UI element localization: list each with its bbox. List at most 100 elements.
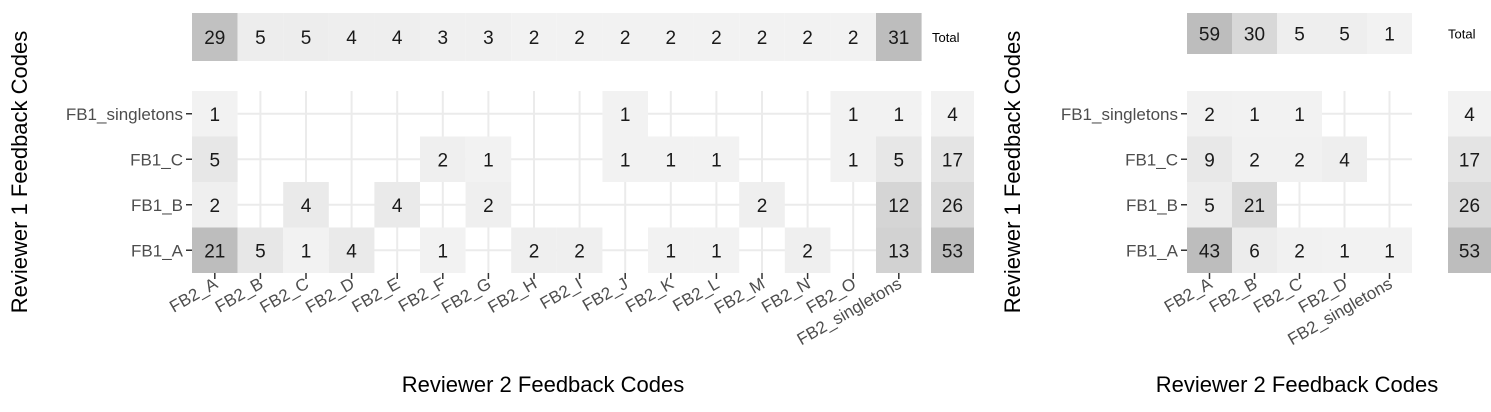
x-tick-label: FB2_J — [579, 274, 631, 315]
heatmap-cell — [876, 182, 922, 228]
cell-value-label: 5 — [894, 150, 905, 171]
column-total-label: 5 — [1339, 25, 1350, 46]
x-tick-label: FB2_C — [1250, 274, 1305, 317]
heatmap-cell — [648, 227, 694, 273]
row-total-cell — [1448, 227, 1491, 273]
cell-value-label: 12 — [888, 196, 909, 217]
cell-value-label: 1 — [483, 150, 494, 171]
heatmap-cell — [420, 227, 466, 273]
column-total-cell — [283, 13, 329, 61]
cell-value-label: 1 — [711, 241, 722, 262]
y-tick-label: FB1_C — [130, 150, 183, 169]
x-tick-label: FB2_I — [537, 274, 586, 313]
x-tick-label: FB2_H — [485, 274, 540, 317]
heatmap-cell — [192, 91, 238, 137]
heatmap-cell — [465, 182, 512, 228]
heatmap-cell — [648, 136, 694, 182]
heatmap-cell — [1187, 91, 1232, 137]
column-total-cell — [1322, 13, 1367, 54]
cell-value-label: 21 — [204, 241, 225, 262]
cell-value-label: 1 — [711, 150, 722, 171]
cell-value-label: 5 — [210, 150, 221, 171]
column-total-label: 31 — [888, 28, 909, 49]
row-total-cell — [1448, 136, 1491, 182]
cell-value-label: 1 — [210, 105, 221, 126]
heatmap-cell — [784, 227, 831, 273]
column-total-cell — [420, 13, 466, 61]
heatmap-cell — [1187, 227, 1232, 273]
column-total-cell — [1232, 13, 1277, 54]
x-tick-label: FB2_A — [1161, 274, 1216, 317]
heatmap-cell — [1232, 91, 1277, 137]
cell-value-label: 4 — [301, 196, 312, 217]
heatmap-cell — [192, 227, 238, 273]
heatmap-cell — [1187, 136, 1232, 182]
cell-value-label: 2 — [1294, 241, 1305, 262]
row-total-cell — [931, 136, 974, 182]
cell-value-label: 1 — [620, 150, 631, 171]
row-total-cell — [931, 182, 974, 228]
cell-value-label: 2 — [574, 241, 585, 262]
cell-value-label: 1 — [1384, 241, 1395, 262]
column-total-cell — [1187, 13, 1232, 54]
cell-value-label: 5 — [1204, 196, 1215, 217]
y-tick-label: FB1_singletons — [1061, 105, 1178, 124]
row-total-label: 17 — [942, 150, 963, 171]
column-total-cell — [1367, 13, 1412, 54]
column-total-cell — [374, 13, 420, 61]
row-total-label: 26 — [1459, 196, 1480, 217]
heatmap-cell — [374, 182, 420, 228]
row-total-cell — [931, 227, 974, 273]
row-total-label: 26 — [942, 196, 963, 217]
x-tick-label: FB2_B — [212, 274, 267, 316]
y-axis-title: Reviewer 1 Feedback Codes — [7, 31, 32, 313]
cell-value-label: 1 — [1339, 241, 1350, 262]
cell-value-label: 4 — [346, 241, 357, 262]
y-tick-label: FB1_singletons — [66, 105, 183, 124]
heatmap-cell — [693, 227, 740, 273]
total-label: Total — [932, 30, 960, 45]
heatmap-cell — [693, 136, 740, 182]
x-tick-label: FB2_A — [166, 274, 221, 317]
x-tick-label: FB2_K — [622, 274, 677, 317]
y-axis-title: Reviewer 1 Feedback Codes — [1000, 31, 1025, 313]
heatmap-cell — [237, 227, 284, 273]
column-total-label: 59 — [1199, 25, 1220, 46]
heatmap-cell — [602, 91, 648, 137]
heatmap-cell — [1367, 227, 1412, 273]
column-total-cell — [237, 13, 284, 61]
cell-value-label: 1 — [1294, 105, 1305, 126]
x-tick-label: FB2_B — [1206, 274, 1261, 316]
cell-value-label: 2 — [757, 196, 768, 217]
row-total-label: 17 — [1459, 150, 1480, 171]
x-tick-label: FB2_E — [349, 274, 404, 316]
heatmap-cell — [1322, 227, 1367, 273]
x-tick-label: FB2_M — [711, 274, 768, 318]
column-total-label: 5 — [301, 28, 312, 49]
row-total-label: 53 — [942, 241, 963, 262]
total-label: Total — [1448, 27, 1476, 42]
cell-value-label: 2 — [483, 196, 494, 217]
cell-value-label: 1 — [301, 241, 312, 262]
cell-value-label: 13 — [888, 241, 909, 262]
y-tick-label: FB1_A — [131, 241, 184, 260]
cell-value-label: 1 — [894, 105, 905, 126]
x-axis-title: Reviewer 2 Feedback Codes — [1156, 372, 1438, 397]
heatmap-cell — [1277, 91, 1322, 137]
column-total-cell — [739, 13, 785, 61]
cell-value-label: 21 — [1244, 196, 1265, 217]
row-total-cell — [931, 91, 974, 137]
heatmap-cell — [1232, 182, 1277, 228]
cell-value-label: 2 — [1204, 105, 1215, 126]
cell-value-label: 1 — [1249, 105, 1260, 126]
heatmap-cell — [1322, 136, 1367, 182]
column-total-cell — [192, 13, 238, 61]
heatmap-cell — [465, 136, 512, 182]
cell-value-label: 4 — [392, 196, 403, 217]
row-total-label: 4 — [1464, 105, 1475, 126]
column-total-cell — [465, 13, 512, 61]
row-total-cell — [1448, 182, 1491, 228]
column-total-cell — [648, 13, 694, 61]
heatmap-cell — [1232, 136, 1277, 182]
x-tick-label: FB2_F — [395, 274, 449, 316]
